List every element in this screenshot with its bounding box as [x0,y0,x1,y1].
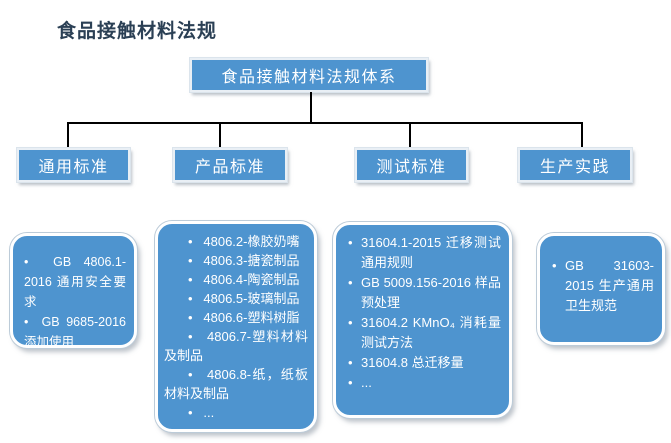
connector-branch-production [581,123,583,149]
branch-label: 测试标准 [376,159,447,176]
branch-label: 通用标准 [38,159,109,176]
list-item: GB 9685-2016 添加使用 [24,312,126,352]
connector-root-vertical [310,92,312,123]
list-item: GB 31603-2015 生产通用卫生规范 [552,256,654,316]
list-item: 4806.7-塑料材料及制品 [164,327,308,365]
list-item: 4806.2-橡胶奶嘴 [164,232,308,251]
branch-node-general-standards: 通用标准 [17,148,130,182]
page-title: 食品接触材料法规 [57,21,218,42]
list-item: 4806.6-塑料树脂 [164,308,308,327]
connector-horizontal [67,122,583,124]
list-item: ... [348,373,501,393]
root-node-label: 食品接触材料法规体系 [221,69,397,86]
list-product-standards: 4806.2-橡胶奶嘴4806.3-搪瓷制品4806.4-陶瓷制品4806.5-… [155,221,317,432]
list-item: 31604.1-2015 迁移测试通用规则 [348,233,501,273]
list-item: 31604.8 总迁移量 [348,353,501,373]
list-item: 4806.5-玻璃制品 [164,289,308,308]
list-item: GB 4806.1-2016 通用安全要求 [24,252,126,312]
branch-node-product-standards: 产品标准 [173,148,287,182]
connector-branch-testing [409,123,411,149]
list-testing-standards: 31604.1-2015 迁移测试通用规则GB 5009.156-2016 样品… [333,222,512,418]
branch-label: 产品标准 [194,159,265,176]
list-item: ... [164,403,308,422]
connector-branch-product [219,123,221,149]
connector-branch-general [67,123,69,149]
list-item: 4806.4-陶瓷制品 [164,270,308,289]
list-item: GB 5009.156-2016 样品预处理 [348,273,501,313]
branch-label: 生产实践 [539,159,610,176]
root-node: 食品接触材料法规体系 [190,58,428,92]
list-general-standards: GB 4806.1-2016 通用安全要求GB 9685-2016 添加使用 [10,233,137,349]
list-item: 4806.3-搪瓷制品 [164,251,308,270]
branch-node-testing-standards: 测试标准 [355,148,468,182]
list-item: 31604.2 KMnO₄ 消耗量测试方法 [348,313,501,353]
list-production-practice: GB 31603-2015 生产通用卫生规范 [537,233,665,345]
branch-node-production-practice: 生产实践 [518,148,632,182]
list-item: 4806.8-纸，纸板材料及制品 [164,365,308,403]
